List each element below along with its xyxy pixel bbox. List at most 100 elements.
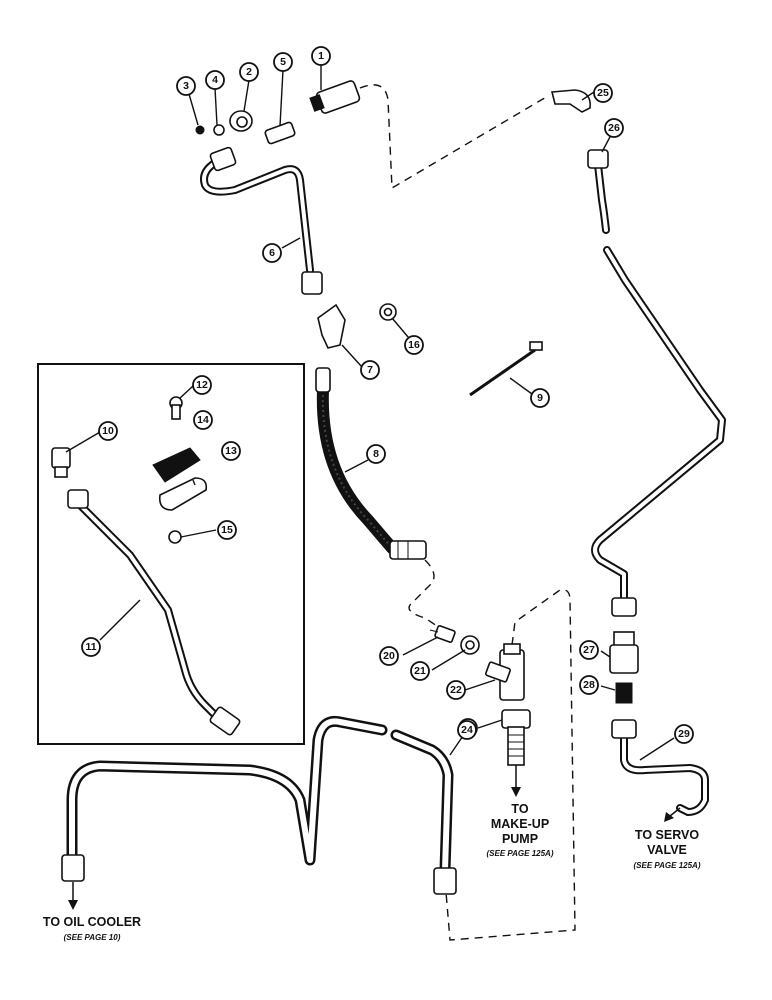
- part-11-nut-bottom: [209, 706, 241, 736]
- part-28-fitting: [615, 682, 633, 704]
- part-4-nut: [213, 124, 225, 136]
- callout-24: 24: [457, 720, 477, 740]
- arrow-to-oil-cooler: [68, 882, 78, 910]
- callout-2: 2: [239, 62, 259, 82]
- part-25-elbow: [550, 89, 592, 113]
- svg-text:20: 20: [383, 650, 395, 662]
- callout-13: 13: [221, 441, 241, 461]
- svg-text:3: 3: [183, 80, 189, 92]
- part-1-fitting: [309, 80, 361, 114]
- part-27-adapter: [609, 631, 639, 674]
- part-6-upper-nut: [209, 146, 237, 172]
- svg-text:25: 25: [597, 87, 609, 99]
- part-12-screw: [169, 396, 183, 420]
- callout-10: 10: [98, 421, 118, 441]
- svg-text:9: 9: [537, 392, 543, 404]
- callout-20: 20: [379, 646, 399, 666]
- oil-cooler-label: TO OIL COOLER: [43, 915, 141, 929]
- callout-5: 5: [273, 52, 293, 72]
- svg-text:29: 29: [678, 728, 690, 740]
- tube-26: [591, 161, 726, 604]
- part-29-nut: [611, 719, 637, 739]
- svg-text:12: 12: [196, 379, 208, 391]
- svg-text:7: 7: [367, 364, 373, 376]
- makeup-pump-label-3: PUMP: [502, 832, 538, 846]
- svg-text:1: 1: [318, 50, 324, 62]
- callout-15: 15: [217, 520, 237, 540]
- svg-text:14: 14: [197, 414, 209, 426]
- tube-24: [66, 715, 454, 876]
- arrow-to-makeup-pump: [511, 765, 521, 797]
- arrow-to-servo-valve: [664, 807, 681, 822]
- svg-text:11: 11: [85, 641, 96, 653]
- svg-text:26: 26: [608, 122, 620, 134]
- callout-26: 26: [604, 118, 624, 138]
- part-7-elbow: [317, 303, 346, 349]
- makeup-pump-label-1: TO: [511, 802, 528, 816]
- part-24-nut-left: [61, 854, 85, 882]
- svg-text:5: 5: [280, 56, 286, 68]
- svg-text:13: 13: [225, 445, 237, 457]
- part-16-washer: [379, 303, 397, 321]
- callout-1: 1: [311, 46, 331, 66]
- dashed-connection-22-24: [444, 589, 576, 941]
- svg-text:27: 27: [583, 644, 595, 656]
- svg-text:24: 24: [461, 724, 473, 736]
- svg-text:28: 28: [583, 679, 595, 691]
- svg-text:21: 21: [414, 665, 426, 677]
- part-6-nut: [301, 271, 323, 295]
- part-5-adapter: [264, 121, 296, 145]
- inset-box: [37, 363, 305, 745]
- callout-9: 9: [530, 388, 550, 408]
- callout-6: 6: [262, 243, 282, 263]
- callout-8: 8: [366, 444, 386, 464]
- makeup-pump-label-2: MAKE-UP: [491, 817, 549, 831]
- svg-text:8: 8: [373, 448, 379, 460]
- part-15-nut: [168, 530, 182, 544]
- svg-text:4: 4: [212, 74, 218, 86]
- callout-12: 12: [192, 375, 212, 395]
- svg-text:10: 10: [102, 425, 114, 437]
- callout-29: 29: [674, 724, 694, 744]
- svg-text:15: 15: [221, 524, 233, 536]
- hose-8: [315, 367, 427, 560]
- part-26-nut: [587, 149, 609, 169]
- svg-text:16: 16: [408, 339, 420, 351]
- part-20-fitting: [429, 625, 456, 643]
- makeup-pump-ref: (SEE PAGE 125A): [487, 849, 554, 858]
- svg-text:22: 22: [450, 684, 462, 696]
- callout-4: 4: [205, 70, 225, 90]
- part-14-cushion: [152, 447, 201, 483]
- dashed-connection-8-20: [408, 559, 441, 629]
- callout-21: 21: [410, 661, 430, 681]
- tube-29: [620, 731, 709, 816]
- callout-22: 22: [446, 680, 466, 700]
- svg-text:2: 2: [246, 66, 252, 78]
- tube-11: [76, 501, 224, 724]
- dashed-connection-1-25: [359, 84, 549, 190]
- oil-cooler-ref: (SEE PAGE 10): [64, 933, 121, 942]
- tube-6: [200, 156, 314, 274]
- part-11-nut-top: [67, 489, 89, 509]
- callout-3: 3: [176, 76, 196, 96]
- callout-27: 27: [579, 640, 599, 660]
- part-22-tee: [485, 643, 525, 701]
- part-21-nut: [460, 635, 480, 655]
- callout-11: 11: [81, 637, 101, 657]
- callout-16: 16: [404, 335, 424, 355]
- part-2-cap: [229, 110, 253, 132]
- part-9-tie: [469, 341, 543, 397]
- svg-text:6: 6: [269, 247, 275, 259]
- part-13-clamp: [158, 477, 208, 511]
- callout-14: 14: [193, 410, 213, 430]
- servo-valve-ref: (SEE PAGE 125A): [634, 861, 701, 870]
- part-10-adapter: [51, 447, 71, 478]
- callout-7: 7: [360, 360, 380, 380]
- part-24-nut-right: [433, 867, 457, 895]
- callout-25: 25: [593, 83, 613, 103]
- part-23-adapter: [501, 709, 531, 766]
- part-26-lower-nut: [611, 597, 637, 617]
- servo-valve-label-1: TO SERVO: [635, 828, 699, 842]
- servo-valve-label-2: VALVE: [647, 843, 687, 857]
